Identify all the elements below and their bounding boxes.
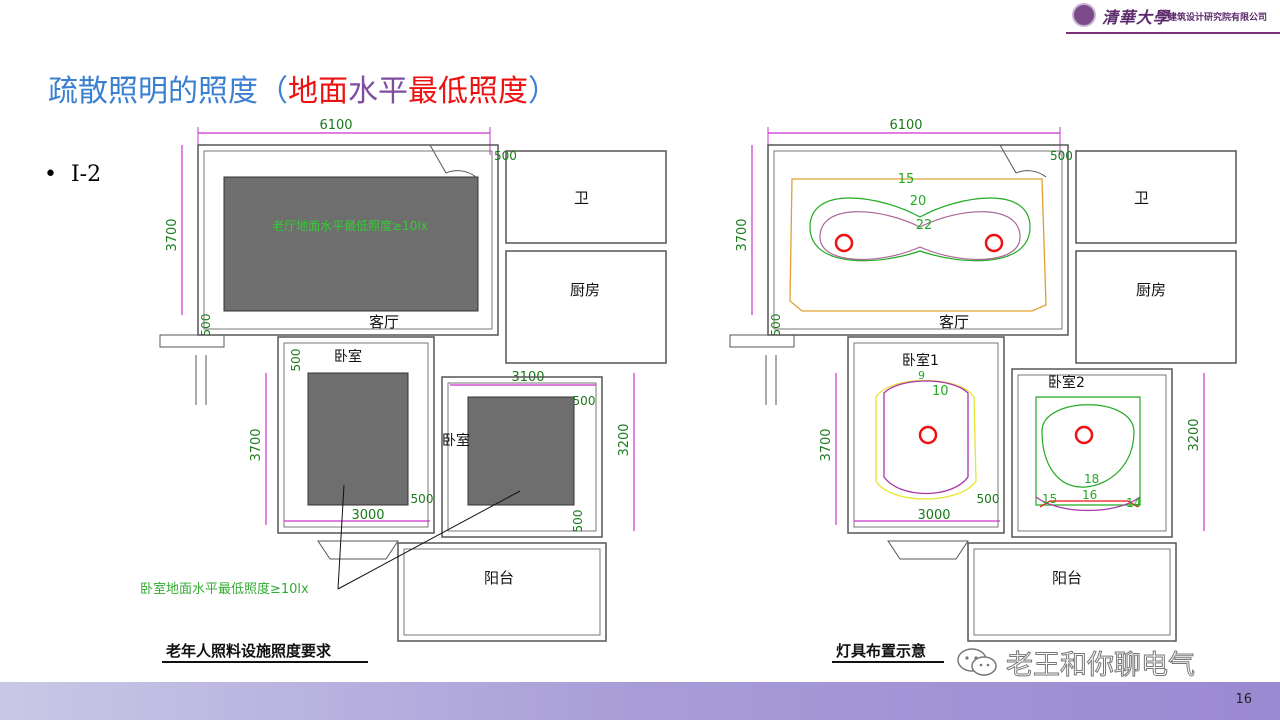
contour-label: 15: [898, 172, 915, 187]
wechat-icon: [957, 648, 997, 676]
contour-bed1-9: [875, 379, 977, 500]
left-dim-500-top: 500: [494, 149, 517, 163]
room-living: 客厅: [369, 313, 399, 331]
contour-label: 18: [1084, 472, 1099, 486]
contour-living-22: [819, 211, 1021, 261]
living-annotation: 老厅地面水平最低照度≥10lx: [272, 218, 428, 233]
contour-living-15: [789, 178, 1047, 312]
left-dim-top: 6100: [319, 118, 352, 133]
right-floor-plan: 6100 3700 500 15 20 22 客厅 卫 厨房 500 卧室1 9…: [729, 118, 1237, 642]
bedroom1-dim-3000: 3000: [917, 508, 950, 523]
right-dim-top: 6100: [889, 118, 922, 133]
room-living: 客厅: [939, 313, 969, 331]
contour-bed1-10: [883, 380, 969, 495]
light-fixture-icon: [918, 425, 938, 445]
contour-label: 14: [1126, 496, 1141, 510]
right-caption-underline: [832, 661, 944, 663]
university-seal-icon: [1072, 3, 1096, 27]
room-bedroom2: 卧室2: [1048, 374, 1085, 391]
contour-living-20: [809, 197, 1031, 262]
contour-label: 16: [1082, 488, 1097, 502]
bedroom2-illuminance-zone: [467, 396, 575, 506]
right-dim-3200: 3200: [1187, 418, 1202, 451]
left-floor-plan: 6100 3700 500 老厅地面水平最低照度≥10lx 客厅 卫 厨房 50…: [140, 118, 667, 642]
title-part4: 最低照度: [408, 74, 528, 109]
right-dim-3200: 3200: [617, 423, 632, 456]
room2-dim-500-b: 500: [571, 510, 585, 533]
room-kitchen: 厨房: [570, 281, 600, 299]
bedroom1-dim-500: 500: [289, 349, 303, 372]
bedroom1-dim-500: 500: [977, 492, 1000, 506]
bedroom1-dim-500-b: 500: [411, 492, 434, 506]
contour-label: 9: [918, 369, 925, 382]
title-part2: 地面: [288, 74, 348, 109]
bullet-item: • I-2: [44, 162, 102, 187]
left-dim-3700: 3700: [165, 218, 180, 251]
logo-company: 建筑设计研究院有限公司: [1168, 13, 1268, 23]
left-caption: 老年人照料设施照度要求: [166, 642, 332, 660]
room-balcony: 阳台: [1052, 569, 1082, 587]
contour-label: 20: [910, 194, 927, 209]
right-dim-500: 500: [769, 314, 783, 337]
room-bath: 卫: [574, 189, 589, 207]
title-part3: 水平: [348, 74, 408, 109]
contour-bed2-16: [1041, 404, 1135, 488]
footer-band: 16: [0, 682, 1280, 720]
light-fixture-icon: [1074, 425, 1094, 445]
light-fixture-icon: [984, 233, 1004, 253]
room-bath: 卫: [1134, 189, 1149, 207]
room2-dim-500: 500: [573, 394, 596, 408]
room-balcony: 阳台: [484, 569, 514, 587]
title-part1: 疏散照明的照度（: [48, 74, 288, 109]
living-illuminance-zone: [223, 176, 479, 312]
left-caption-underline: [162, 661, 368, 663]
slide-title: 疏散照明的照度（地面水平最低照度）: [48, 66, 558, 110]
contour-bed2-14: [1035, 396, 1141, 506]
bedroom1-illuminance-zone: [307, 372, 409, 506]
title-part5: ）: [528, 74, 558, 109]
left-dim-500: 500: [199, 314, 213, 337]
light-fixture-icon: [834, 233, 854, 253]
contour-bed2-18: [1035, 496, 1141, 511]
watermark: 老王和你聊电气: [956, 642, 1196, 682]
bullet-text: I-2: [70, 162, 102, 187]
right-caption: 灯具布置示意: [836, 642, 927, 660]
contour-label: 10: [932, 384, 949, 399]
contour-bed2-15: [1039, 500, 1139, 508]
right-dim-3700: 3700: [735, 218, 750, 251]
page-number: 16: [1235, 692, 1252, 707]
bedroom-annotation: 卧室地面水平最低照度≥10lx: [140, 581, 309, 597]
bedroom1-dim-3700: 3700: [249, 428, 264, 461]
bedroom1-dim-3700: 3700: [819, 428, 834, 461]
room-bedroom2: 卧室: [442, 432, 470, 449]
room-kitchen: 厨房: [1136, 281, 1166, 299]
room-bedroom1: 卧室: [334, 348, 362, 365]
right-dim-500-top: 500: [1050, 149, 1073, 163]
contour-label: 15: [1042, 492, 1057, 506]
watermark-text: 老王和你聊电气: [1006, 649, 1196, 681]
bedroom1-dim-3000: 3000: [351, 508, 384, 523]
logo-text: 清華大學: [1102, 8, 1171, 27]
contour-label: 22: [916, 218, 933, 233]
header-divider: [1066, 32, 1280, 34]
room-bedroom1: 卧室1: [902, 352, 939, 369]
